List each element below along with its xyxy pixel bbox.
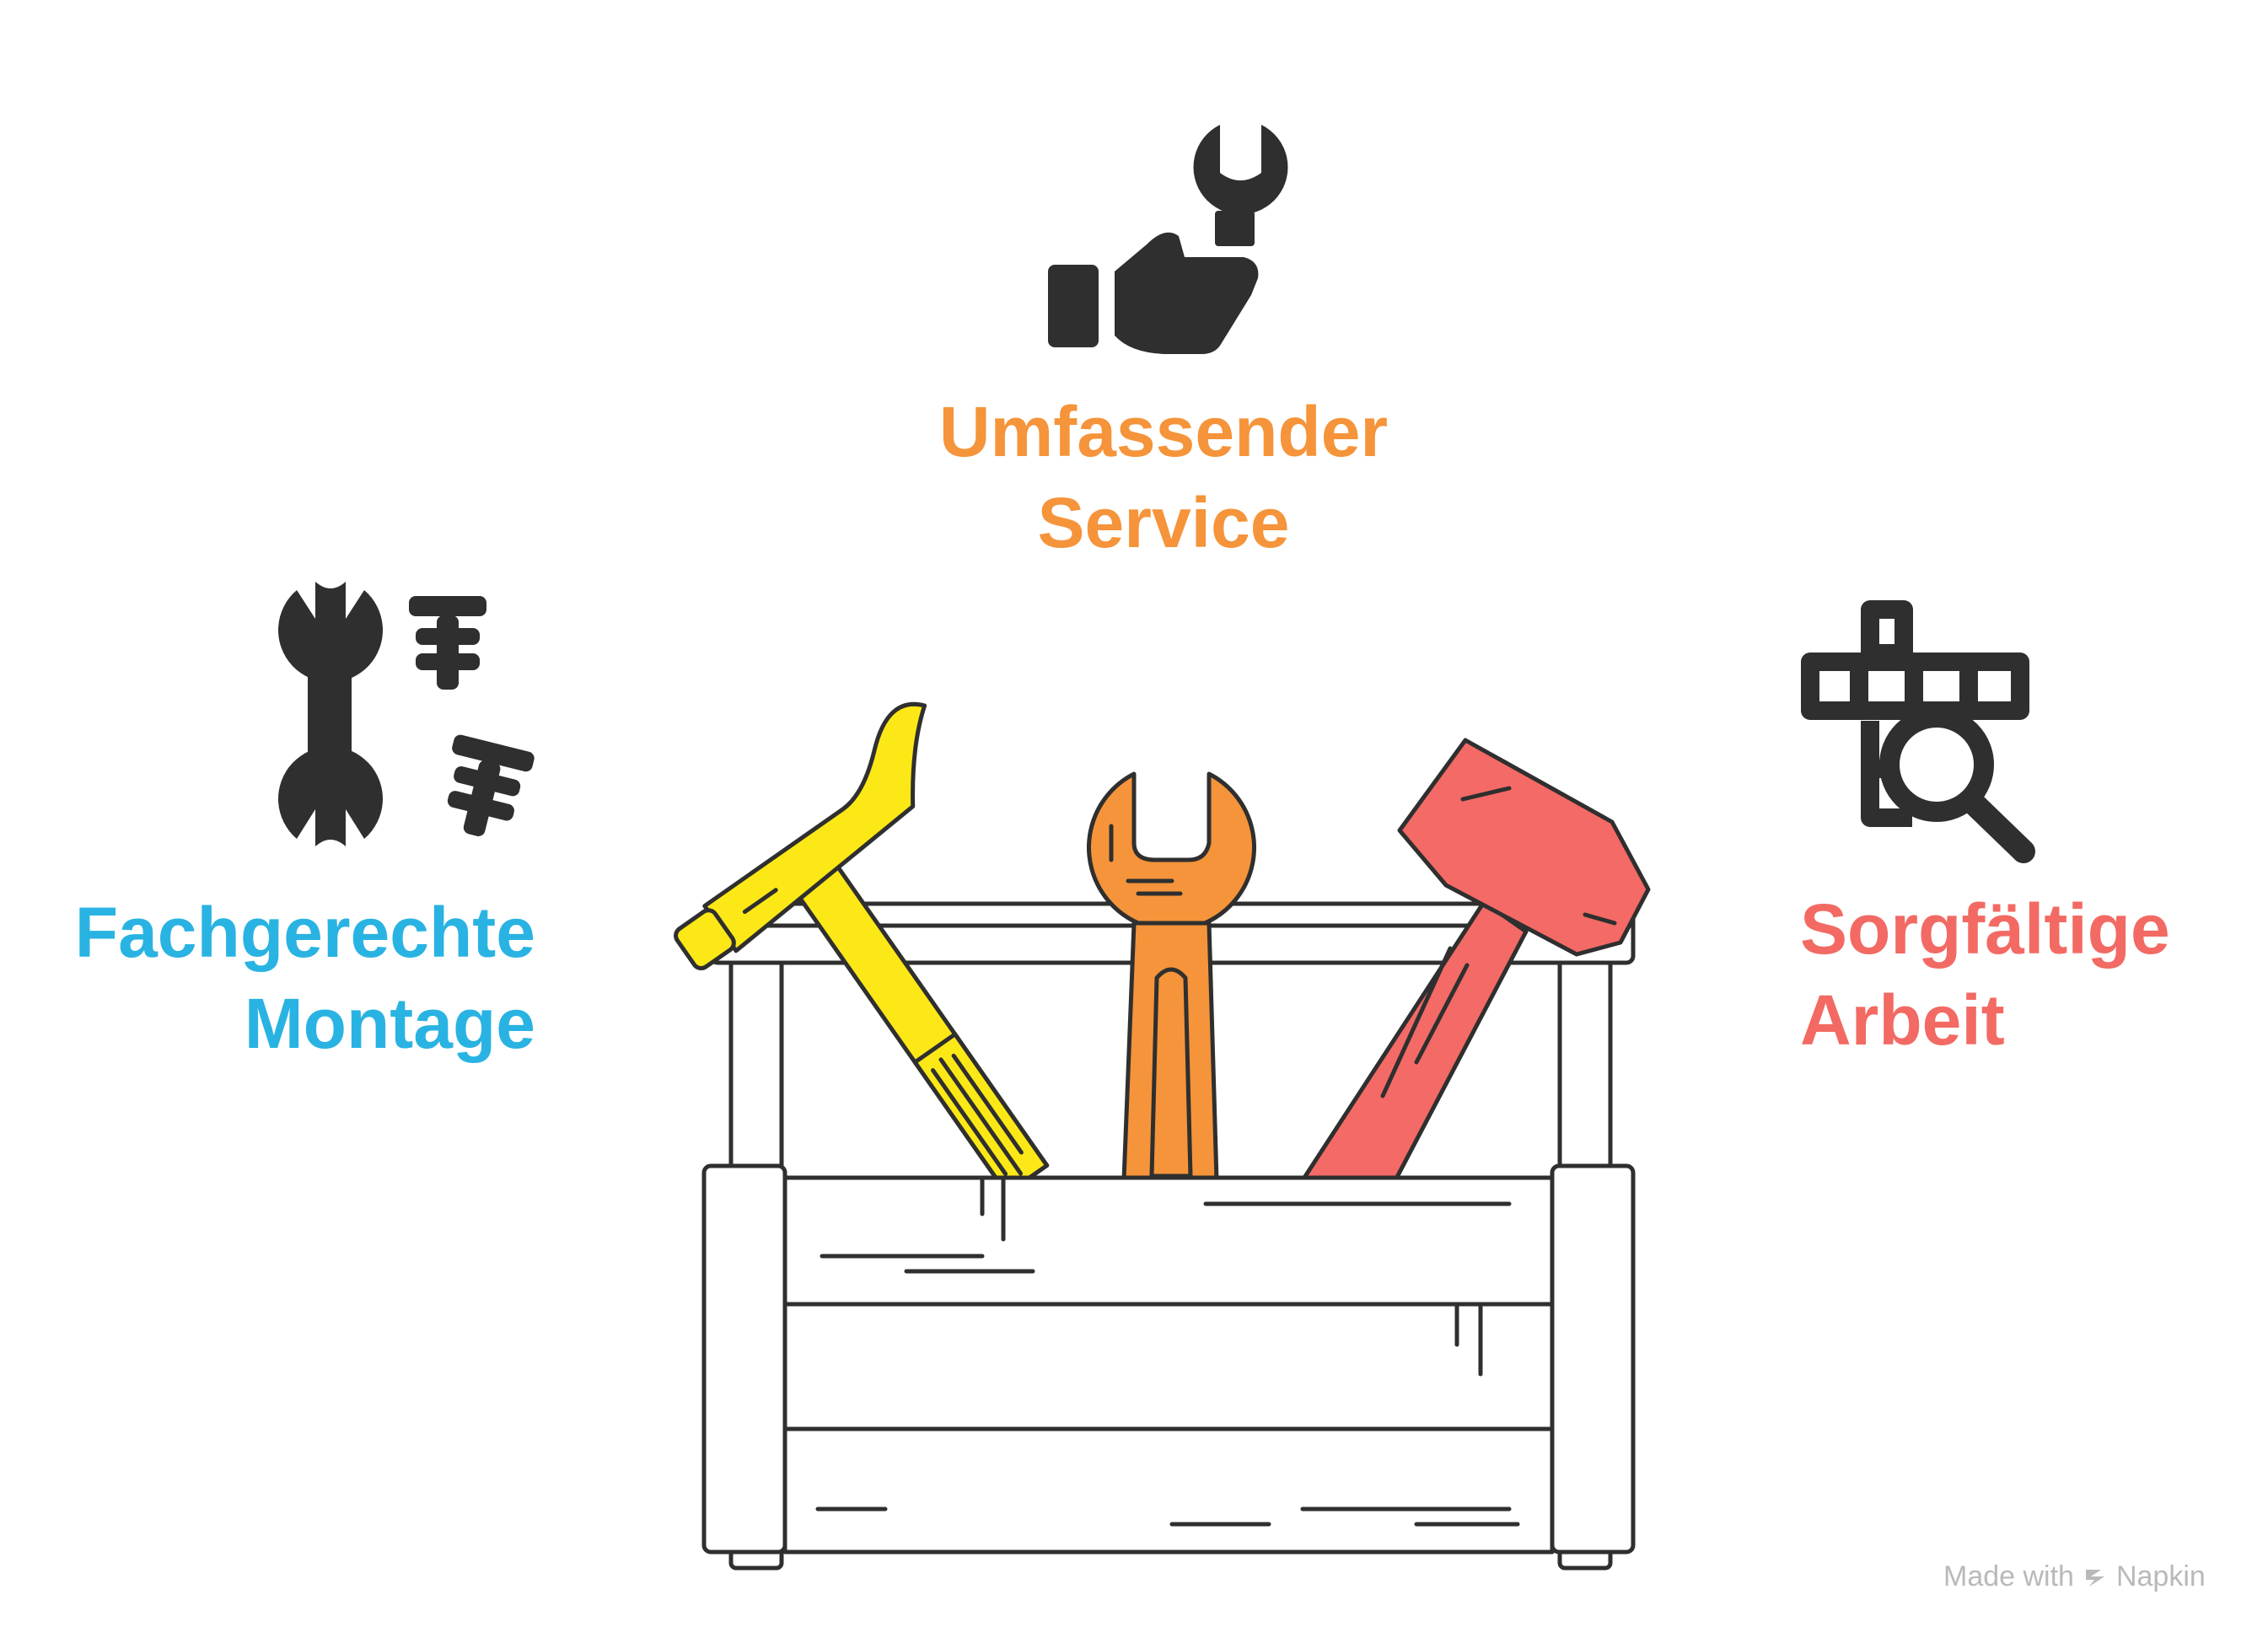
service-label: Umfassender Service bbox=[826, 386, 1501, 568]
wrench-screws-icon bbox=[278, 582, 535, 846]
montage-label: Fachgerechte Montage bbox=[34, 887, 535, 1069]
hand-wrench-icon bbox=[1048, 125, 1288, 354]
service-label-line2: Service bbox=[1037, 483, 1290, 562]
watermark-brand: Napkin bbox=[2115, 1560, 2206, 1592]
wrench-icon bbox=[1087, 771, 1256, 1183]
arbeit-label: Sorgfältige Arbeit bbox=[1800, 883, 2238, 1066]
montage-label-line1: Fachgerechte bbox=[74, 893, 535, 972]
sledgehammer-icon bbox=[1300, 738, 1651, 1183]
service-label-line1: Umfassender bbox=[938, 392, 1389, 471]
arbeit-label-line1: Sorgfältige bbox=[1800, 889, 2170, 969]
claw-hammer-icon bbox=[674, 701, 1050, 1196]
montage-label-line2: Montage bbox=[244, 984, 535, 1063]
napkin-logo-icon bbox=[2085, 1569, 2104, 1587]
arbeit-label-line2: Arbeit bbox=[1800, 980, 2005, 1060]
toolbox-front bbox=[701, 1163, 1636, 1555]
watermark-text: Made with bbox=[1943, 1560, 2074, 1592]
magnifier-grid-icon bbox=[1801, 600, 2035, 863]
watermark: Made with Napkin bbox=[1943, 1560, 2206, 1593]
